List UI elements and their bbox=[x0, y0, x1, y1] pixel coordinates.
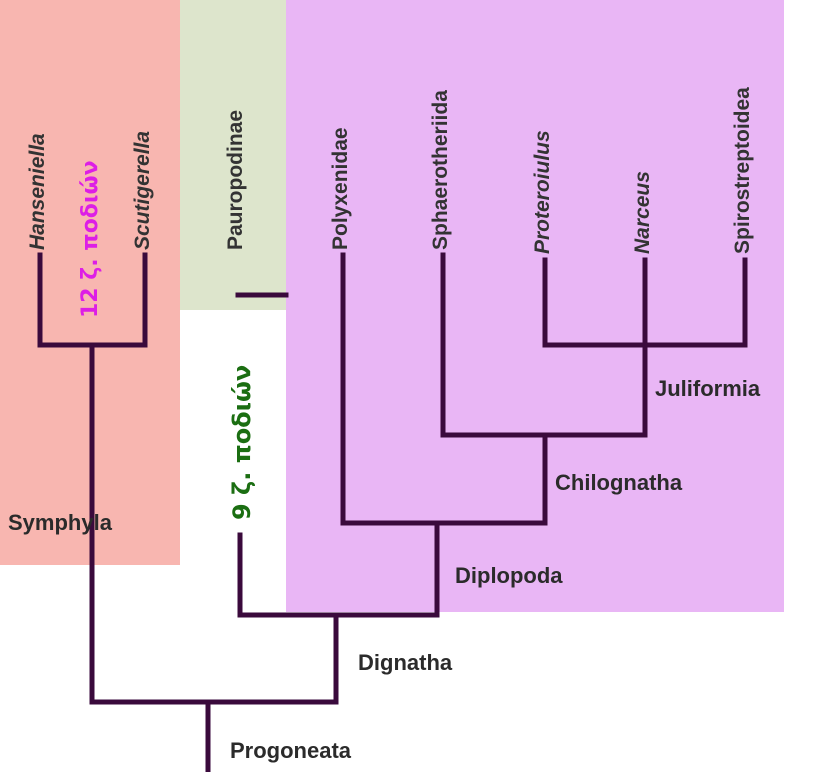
branch-juliformia bbox=[545, 260, 745, 435]
taxon-hanseniella: Hanseniella bbox=[26, 133, 50, 250]
pauropoda-legs-annotation: 9 ζ. ποδιών bbox=[228, 365, 256, 520]
symphyla-legs-annotation: 12 ζ. ποδιών bbox=[78, 160, 103, 318]
taxon-pauropodinae: Pauropodinae bbox=[224, 110, 248, 250]
taxon-polyxenidae: Polyxenidae bbox=[329, 127, 353, 250]
clade-progoneata: Progoneata bbox=[230, 738, 351, 764]
branch-dignatha bbox=[240, 535, 437, 702]
branch-symphyla bbox=[40, 255, 145, 702]
clade-chilognatha: Chilognatha bbox=[555, 470, 682, 496]
clade-dignatha: Dignatha bbox=[358, 650, 452, 676]
clade-diplopoda: Diplopoda bbox=[455, 563, 563, 589]
clade-symphyla: Symphyla bbox=[8, 510, 112, 536]
taxon-scutigerella: Scutigerella bbox=[131, 131, 155, 250]
taxon-sphaerotheriida: Sphaerotheriida bbox=[429, 90, 453, 250]
taxon-proteroiulus: Proteroiulus bbox=[531, 130, 555, 254]
clade-juliformia: Juliformia bbox=[655, 376, 760, 402]
taxon-narceus: Narceus bbox=[631, 171, 655, 254]
taxon-spirostreptoidea: Spirostreptoidea bbox=[731, 87, 755, 254]
